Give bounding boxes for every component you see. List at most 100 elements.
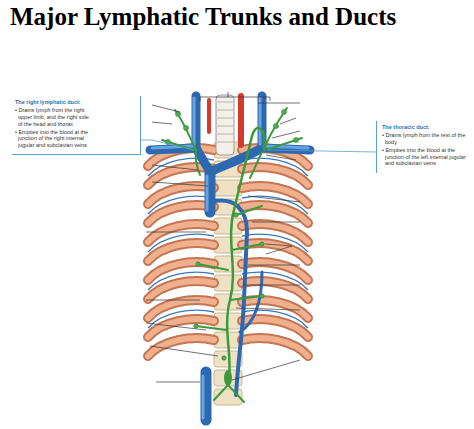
intercostal-vein: [242, 234, 308, 252]
intestinal-trunk: [214, 385, 228, 400]
callout-text: The thoracic duct:• Drains lymph from th…: [382, 124, 468, 167]
rib: [242, 224, 308, 242]
intercostal-vein: [242, 272, 308, 290]
subclavian-trunk: [266, 138, 302, 150]
intercostal-lymphatic: [236, 206, 262, 215]
lymph-node: [274, 124, 279, 129]
thoracic-duct: [227, 128, 264, 385]
vein-highlight: [206, 176, 209, 210]
leader-line: [146, 323, 206, 330]
leader-line: [146, 300, 200, 301]
superior-vena-cava: [205, 172, 216, 212]
veins: [150, 96, 310, 420]
lymph-node: [184, 126, 189, 131]
leader-line: [236, 308, 300, 310]
lymph-node: [196, 262, 200, 266]
internal-jugular-vein: [192, 96, 201, 146]
intercostal-vein: [148, 272, 214, 290]
ring: [217, 118, 233, 119]
callout-leaders: [141, 140, 376, 152]
lumbar-trunk: [228, 385, 244, 402]
rib: [242, 262, 308, 280]
ring: [217, 102, 233, 103]
lymph-node: [260, 242, 264, 246]
vein-highlight: [193, 98, 196, 144]
rib: [148, 281, 214, 299]
leader-line: [152, 105, 180, 112]
inferior-vena-cava: [201, 372, 212, 420]
callout-bullet: • Empties into the blood at the junction…: [15, 129, 89, 150]
leader-lines: [146, 92, 300, 382]
rib: [148, 186, 214, 204]
intercostal-vein: [148, 234, 214, 252]
callout-leader: [268, 150, 376, 152]
callout-box: The right lymphatic duct:• Drains lymph …: [12, 96, 141, 155]
leader-line: [258, 103, 300, 104]
callout-bullet: • Drains lymph from the right upper limb…: [15, 107, 89, 128]
leader-line: [146, 232, 206, 233]
rib: [148, 300, 214, 318]
diagram-title: Major Lymphatic Trunks and Ducts: [10, 3, 396, 31]
ring: [217, 110, 233, 111]
leader-line: [156, 382, 200, 383]
lymph-node: [294, 138, 299, 143]
callout-bullet: • Empties into the blood at the junction…: [382, 147, 468, 168]
callout-bullet: • Drains lymph from the rest of the body: [382, 132, 468, 146]
rib: [148, 205, 214, 223]
intercostal-veins: [148, 158, 308, 328]
bronchomediastinal-trunk: [196, 150, 200, 175]
ring: [217, 142, 233, 143]
trachea: [216, 95, 234, 155]
callout-leader: [141, 140, 194, 150]
leader-line: [152, 122, 172, 124]
leader-line: [272, 131, 300, 138]
rib: [242, 186, 308, 204]
ring: [217, 126, 233, 127]
leader-line: [152, 165, 198, 170]
lymph-nodes: [166, 110, 299, 361]
rib: [242, 338, 308, 356]
leader-line: [152, 182, 208, 186]
rib: [148, 224, 214, 242]
intercostal-lymphatic: [232, 244, 262, 250]
leader-line: [280, 118, 296, 124]
leader-line: [266, 155, 296, 160]
carotid-artery: [207, 100, 211, 132]
cisterna-chyli: [224, 370, 232, 386]
lymph-node: [234, 213, 238, 217]
callout-heading: The right lymphatic duct:: [15, 99, 89, 106]
callout-text: The right lymphatic duct:• Drains lymph …: [15, 99, 89, 149]
lymph-node: [282, 110, 287, 115]
leader-line: [243, 285, 300, 286]
intercostal-lymphatic: [198, 264, 228, 270]
leader-line: [248, 196, 300, 202]
leader-line: [265, 244, 292, 254]
vein-highlight: [259, 98, 262, 144]
leader-line: [248, 265, 300, 266]
carotid-artery: [238, 96, 244, 145]
leader-line: [252, 222, 300, 223]
callout-heading: The thoracic duct:: [382, 124, 468, 131]
ring: [217, 134, 233, 135]
hemiazygos-vein: [240, 272, 262, 332]
lymph-node: [222, 356, 226, 360]
callout-box: The thoracic duct:• Drains lymph from th…: [376, 121, 468, 173]
arteries: [209, 96, 241, 145]
rib: [148, 243, 214, 261]
rib: [242, 338, 308, 356]
tracheal-rings: [217, 102, 233, 142]
vein-highlights: [152, 98, 308, 418]
intercostal-vein: [148, 310, 214, 328]
bronchomediastinal-trunk: [250, 152, 262, 178]
intercostal-vein: [148, 196, 214, 214]
lymph-node: [194, 324, 198, 328]
lymph-node: [260, 294, 264, 298]
leader-line: [150, 346, 218, 356]
rib: [242, 205, 308, 223]
bracket: [200, 92, 270, 101]
intercostal-vein: [242, 196, 308, 214]
vein-highlight: [202, 376, 205, 418]
